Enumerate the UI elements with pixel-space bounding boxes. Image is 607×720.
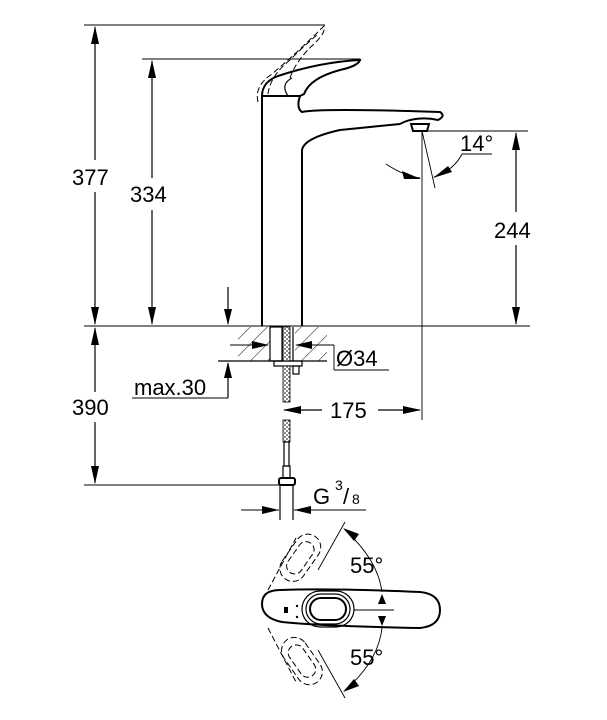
dimension-label-175: 175 — [330, 398, 367, 423]
arrow-icon — [294, 506, 311, 514]
thread-label-numerator: 3 — [335, 477, 343, 493]
dimension-390: 390 — [72, 327, 109, 484]
lever-detail — [284, 77, 293, 97]
arrow-icon — [252, 341, 269, 349]
fixing-nut — [273, 360, 303, 367]
deck-arrow-top — [224, 287, 232, 325]
tap-top-view: 55° 55° — [260, 521, 442, 699]
lever-handle — [261, 58, 362, 97]
lever-rotated-down — [281, 636, 323, 686]
tap-body-right — [301, 123, 401, 326]
spout-angle-line — [421, 130, 436, 189]
tap-body-left — [261, 95, 300, 326]
deck-section: Ø34 — [218, 326, 389, 375]
arrow-icon — [283, 406, 301, 414]
dimension-label-diameter: Ø34 — [336, 346, 378, 371]
spout-angle-14: 14° — [385, 130, 493, 189]
arrow-icon — [91, 307, 99, 325]
dimension-max30: max.30 — [132, 362, 232, 400]
thread-label-slash: / — [343, 484, 350, 509]
supply-hose — [278, 365, 296, 520]
dimension-label-244: 244 — [494, 218, 531, 243]
extension-lines — [84, 24, 530, 486]
dimension-label-334: 334 — [130, 182, 167, 207]
arrow-icon — [378, 594, 386, 604]
arrow-icon — [91, 327, 99, 345]
dimension-377: 377 — [72, 26, 109, 325]
lever-grip-edge — [301, 590, 355, 628]
hose-upper — [282, 326, 291, 362]
dimension-label-377: 377 — [72, 165, 109, 190]
lever-grip-inner — [309, 597, 347, 621]
lever-raised-inner — [267, 33, 319, 95]
lever-top-outline — [260, 588, 442, 630]
spout-top — [297, 95, 444, 125]
dimension-label-max30: max.30 — [134, 375, 206, 400]
arrow-icon — [512, 307, 520, 325]
arrow-icon — [378, 616, 386, 626]
arrow-icon — [148, 307, 156, 325]
arrow-icon — [224, 362, 232, 378]
angle-label-55-up: 55° — [350, 553, 383, 578]
dimension-thread: G 3 / 8 — [241, 477, 366, 514]
arrow-icon — [91, 466, 99, 484]
arrow-icon — [148, 60, 156, 78]
angle-label-14: 14° — [460, 131, 493, 156]
arrow-icon — [91, 26, 99, 44]
thread-label-denominator: 8 — [352, 491, 360, 507]
angle-label-55-down: 55° — [350, 645, 383, 670]
arrow-icon — [262, 506, 279, 514]
dimension-175: 175 — [283, 398, 421, 423]
arrow-icon — [343, 528, 359, 541]
indicator-mark — [284, 607, 288, 613]
dimension-label-390: 390 — [72, 395, 109, 420]
dimension-334: 334 — [130, 60, 167, 325]
arrow-icon — [224, 309, 232, 325]
arrow-icon — [295, 341, 312, 349]
lever-rotated-up — [279, 533, 322, 582]
thread-label-prefix: G — [313, 484, 330, 509]
tap-side-view — [256, 25, 444, 326]
arrow-icon — [402, 171, 421, 179]
lever-raised-outline — [256, 25, 325, 103]
dimension-244: 244 — [494, 132, 531, 325]
hose-connector — [278, 477, 296, 486]
fixing-stud — [292, 365, 300, 375]
mounting-shank — [269, 326, 283, 362]
aerator — [409, 123, 431, 132]
lever-grip-outer — [305, 593, 351, 625]
arrow-icon — [433, 166, 452, 178]
arrow-icon — [512, 132, 520, 150]
arrow-icon — [343, 679, 359, 692]
arrow-icon — [403, 406, 421, 414]
